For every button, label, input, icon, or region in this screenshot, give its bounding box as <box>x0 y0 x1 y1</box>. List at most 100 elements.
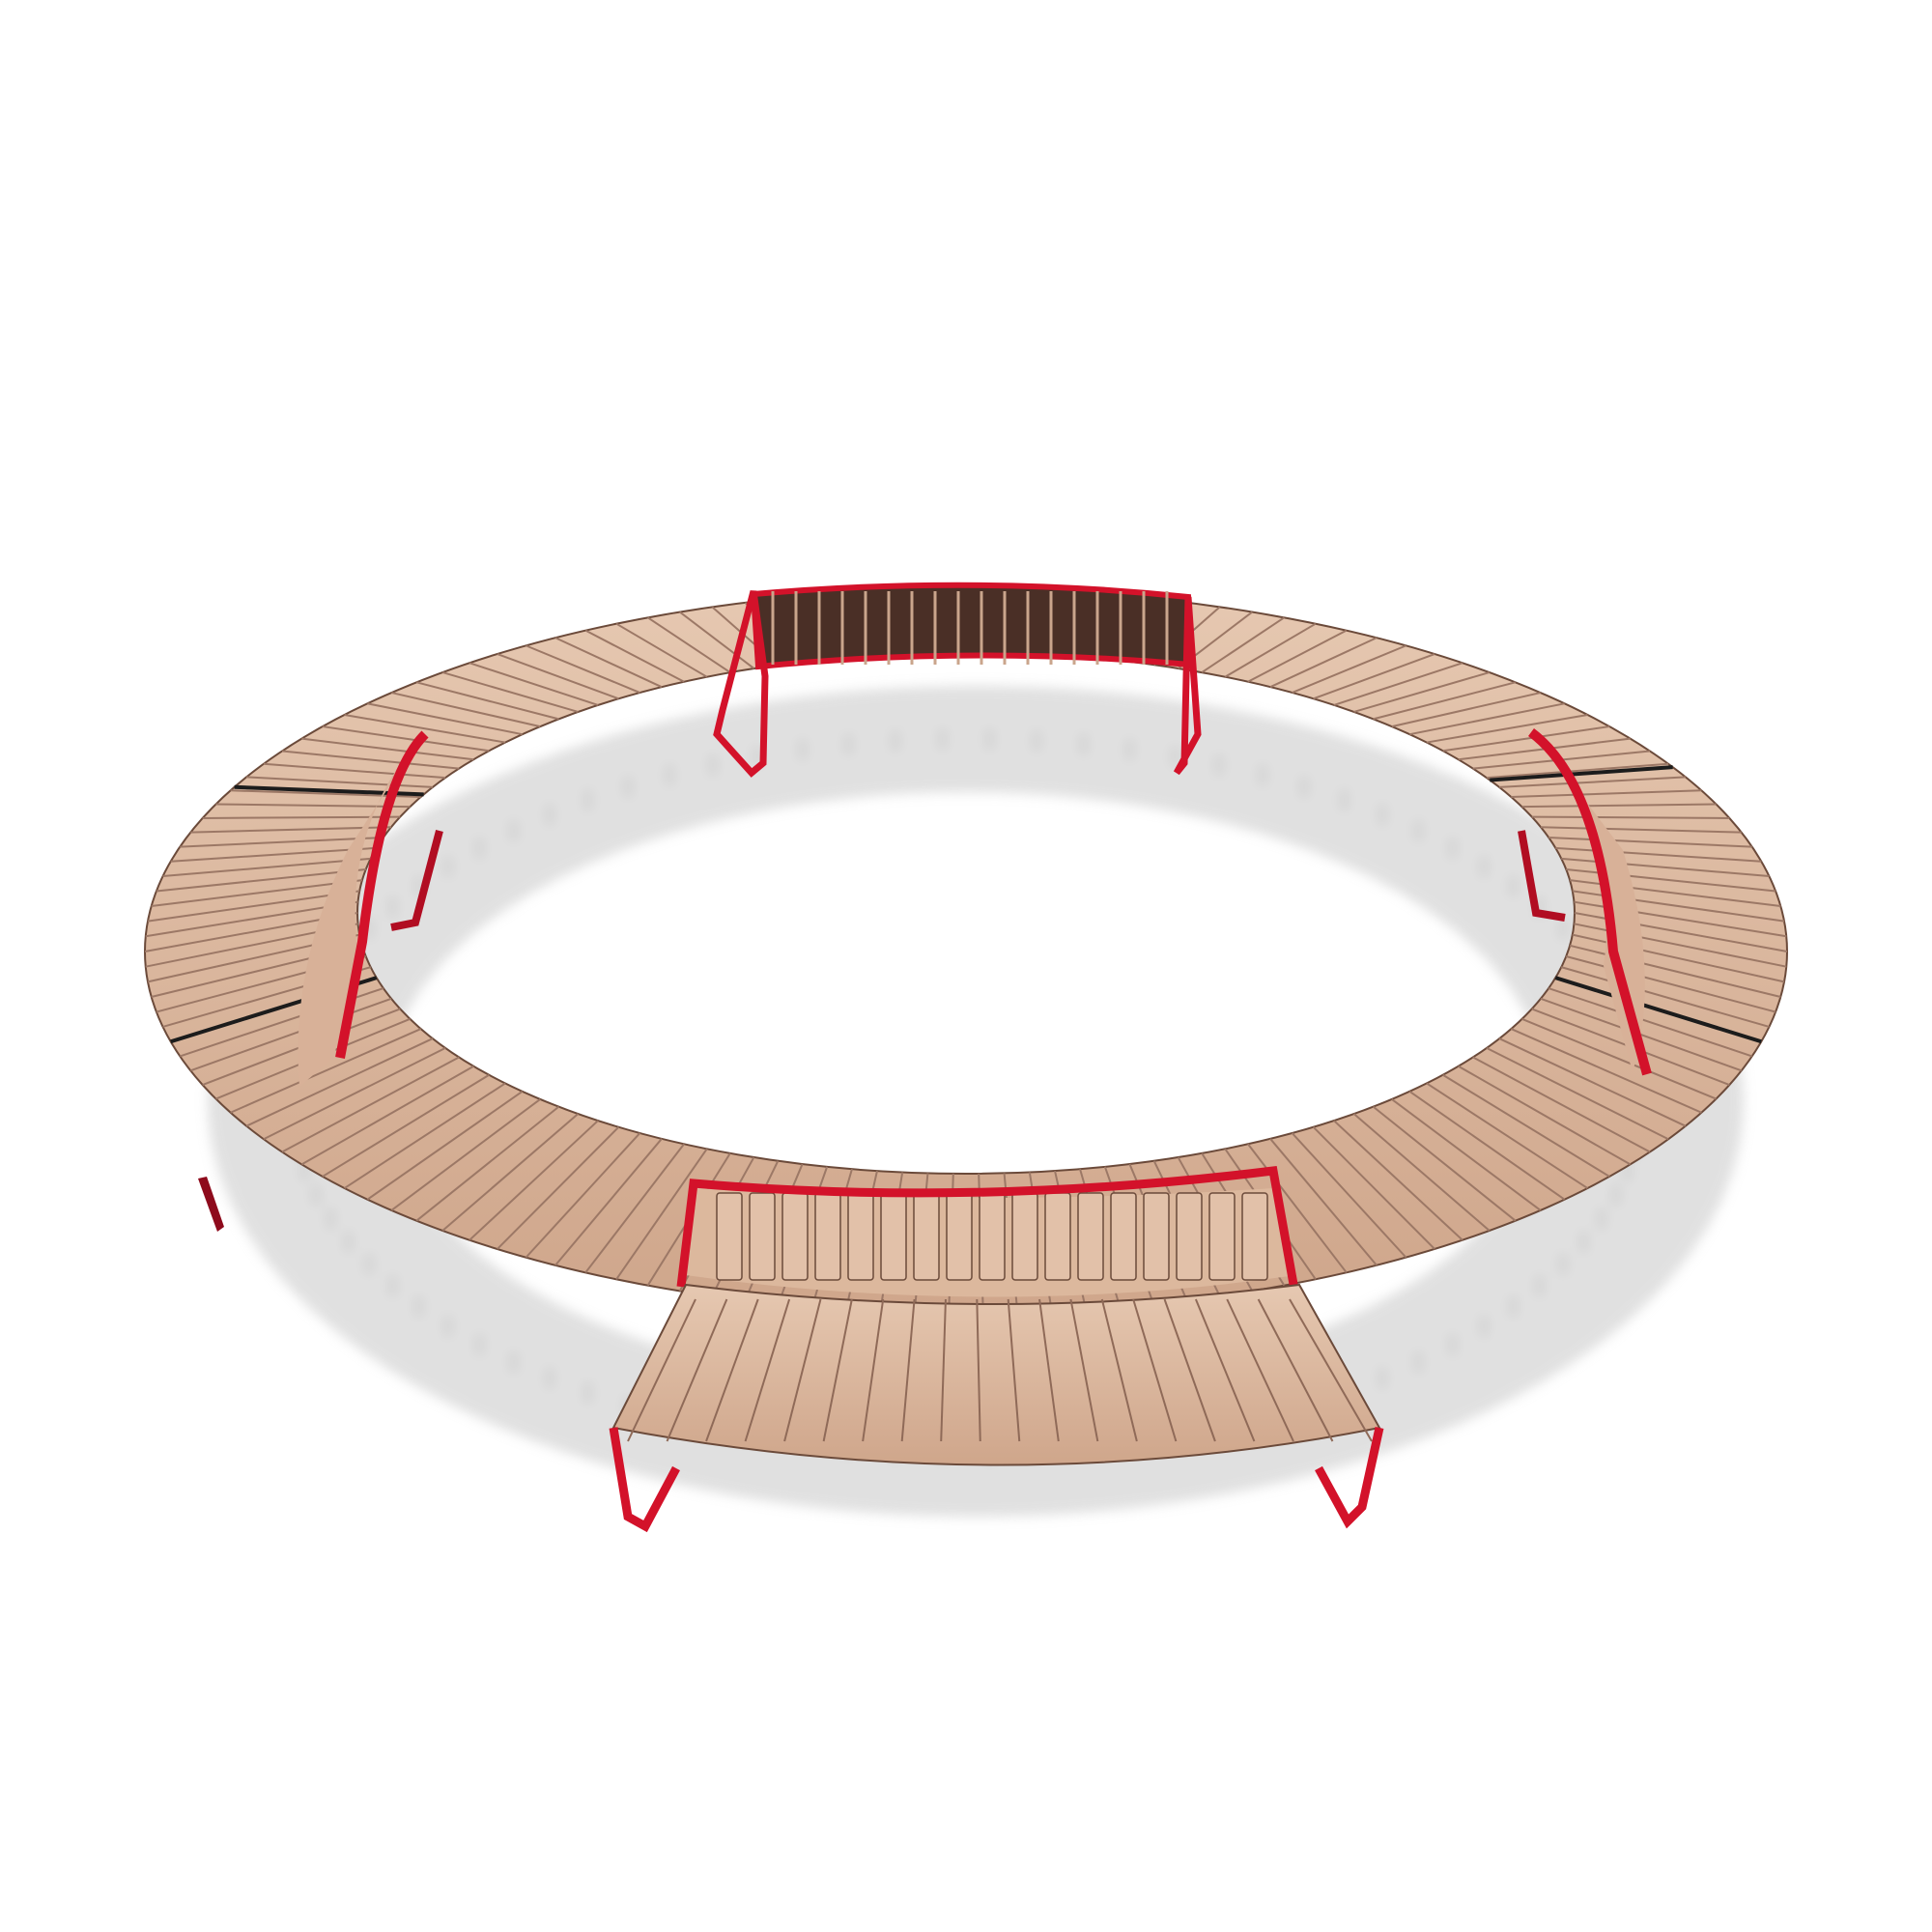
seat-slat-gap <box>1510 1028 1702 1114</box>
seat-slat-gap <box>1312 1126 1435 1250</box>
seat-slat-gap <box>1521 1017 1717 1100</box>
seat-slat-gap <box>554 637 663 689</box>
front-seat-slat-gap <box>1226 1298 1294 1442</box>
seat-slat-gap <box>147 890 360 923</box>
seat-slat-gap <box>281 1056 460 1153</box>
shadow-slat <box>1623 1160 1632 1180</box>
shadow-slat <box>1509 876 1518 896</box>
left-bench-frame <box>335 730 429 1059</box>
seat-slat-gap <box>584 1143 685 1273</box>
backrest-right-panel <box>1531 729 1645 1072</box>
seat-slat-gap <box>525 1132 641 1259</box>
module-joints <box>170 765 1762 1044</box>
seat-slat-gap <box>1511 789 1702 798</box>
bench-back-left <box>298 730 443 1087</box>
shadow-slat <box>344 1232 353 1252</box>
seat-slat-gap <box>469 1120 599 1241</box>
shadow-slat <box>624 777 632 797</box>
seat-slat-gap <box>1540 826 1742 834</box>
shadow-slat <box>1378 805 1386 825</box>
seat-slat-gap <box>1486 762 1669 780</box>
seat-slat-gap <box>190 826 392 834</box>
seat-slat-gap <box>1269 637 1378 689</box>
shadow-slat <box>1258 765 1266 785</box>
shadow-slat <box>844 734 853 754</box>
seat-slat-gap <box>1442 1073 1610 1178</box>
bench-back-top <box>713 582 1202 778</box>
shadow-slat <box>388 1276 397 1296</box>
seat-slat-gap <box>1472 1056 1651 1153</box>
shadow-slat <box>546 1368 554 1388</box>
seat-slat-gap <box>281 750 460 770</box>
shadow-slat <box>708 754 717 775</box>
seat-slat-gap <box>1569 944 1781 998</box>
leg-left-outer <box>198 1177 224 1232</box>
front-backrest-slat <box>716 1192 743 1281</box>
seat-slat-gap <box>230 1028 422 1114</box>
seat-slat-gap <box>1531 815 1730 819</box>
shadow-slat <box>1535 896 1544 917</box>
seat-slat-gap <box>1521 803 1717 809</box>
seat-slat-gap <box>584 629 685 683</box>
seat-slat-gap <box>162 857 371 878</box>
shadow-slat <box>1480 857 1489 877</box>
seat-slat-gap <box>647 616 731 673</box>
seat-slat-gap <box>679 611 755 669</box>
shadow-slat <box>546 805 554 825</box>
shadow-slat <box>443 857 452 877</box>
front-backrest-slat <box>1176 1192 1203 1281</box>
shadow-slat <box>364 1254 373 1274</box>
shadow-slat <box>891 731 899 752</box>
front-seat-frame-left <box>609 1427 680 1533</box>
backrest-top-slats <box>771 591 1169 665</box>
shadow-slat <box>1509 1296 1518 1317</box>
shadow-slat <box>1448 838 1457 858</box>
front-backrest-slat <box>1143 1192 1170 1281</box>
front-backrest-slats <box>716 1192 1268 1281</box>
seat-slat-gap <box>180 836 384 848</box>
seat-slat-gap <box>189 997 392 1072</box>
seat-slat-gap <box>1333 662 1463 706</box>
front-seat-slat-gap <box>1132 1298 1178 1442</box>
seat-slat-gap <box>246 776 433 788</box>
shadow-slat <box>1300 777 1308 797</box>
shadow-slat <box>1597 1208 1605 1229</box>
seat-slat-gap <box>367 702 523 736</box>
front-seat-slat-gap <box>783 1298 822 1442</box>
bench-back-right <box>1518 727 1652 1076</box>
shadow-slat <box>1171 747 1179 767</box>
seat-slat-gap <box>415 1105 560 1222</box>
shadow-slat <box>666 765 674 785</box>
seat-slat-gap <box>441 1113 580 1232</box>
front-backrest-slat <box>913 1192 940 1281</box>
front-backrest-slat <box>1044 1192 1071 1281</box>
seat-slat-gap <box>1548 836 1752 848</box>
seat-slat-gap <box>202 815 401 819</box>
shadow-slat <box>798 739 807 759</box>
front-seat-frame-right <box>1315 1427 1384 1529</box>
front-seat-slat-gap <box>1069 1298 1099 1442</box>
module-joint <box>1490 765 1673 782</box>
front-backrest-slat <box>880 1192 907 1281</box>
seat-slat-gap <box>1224 622 1317 678</box>
seat-slat-gap <box>1442 725 1610 753</box>
shadow-slat <box>1378 1368 1386 1388</box>
shadow-slat <box>1414 821 1423 841</box>
front-backrest-slat <box>1241 1192 1268 1281</box>
front-backrest-slat <box>1208 1192 1236 1281</box>
shadow-slat <box>583 790 592 810</box>
shadow-slat <box>312 1184 321 1205</box>
front-seat-slat-gap <box>1163 1298 1216 1442</box>
front-backrest-slat <box>749 1192 776 1281</box>
front-backrest-slat <box>1110 1192 1137 1281</box>
shadow-slat <box>364 919 373 939</box>
front-seat-slat-gap <box>1038 1298 1060 1442</box>
front-backrest-slat <box>946 1192 973 1281</box>
seat-slat-gap <box>615 622 708 678</box>
shadow-slat <box>509 821 518 841</box>
front-backrest-slat <box>847 1192 874 1281</box>
shadow-slat <box>443 1316 452 1336</box>
seat-slat-gap <box>497 653 619 700</box>
shadow-slat <box>1480 1316 1489 1336</box>
